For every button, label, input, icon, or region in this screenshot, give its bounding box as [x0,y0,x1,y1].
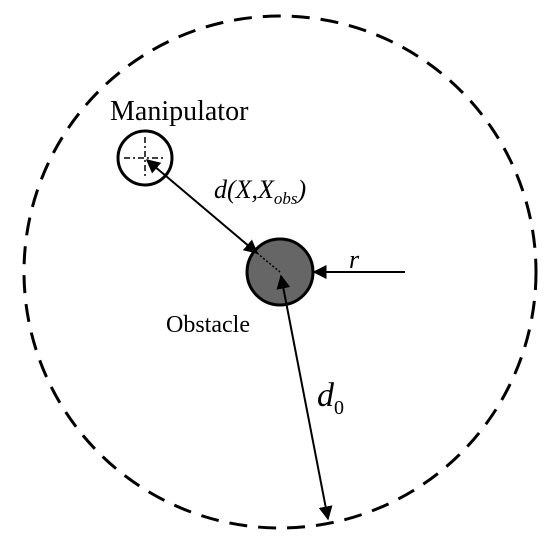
distance-arrow [145,159,259,254]
radius-label: r [349,245,360,274]
influence-distance-arrow [276,274,333,521]
obstacle-label: Obstacle [166,312,250,338]
obstacle-center-dotted-line [256,252,281,273]
influence-boundary-circle [22,14,538,530]
distance-label: d(X,Xobs) [214,175,306,208]
manipulator-label: Manipulator [110,96,249,127]
influence-distance-label: d0 [317,377,344,419]
